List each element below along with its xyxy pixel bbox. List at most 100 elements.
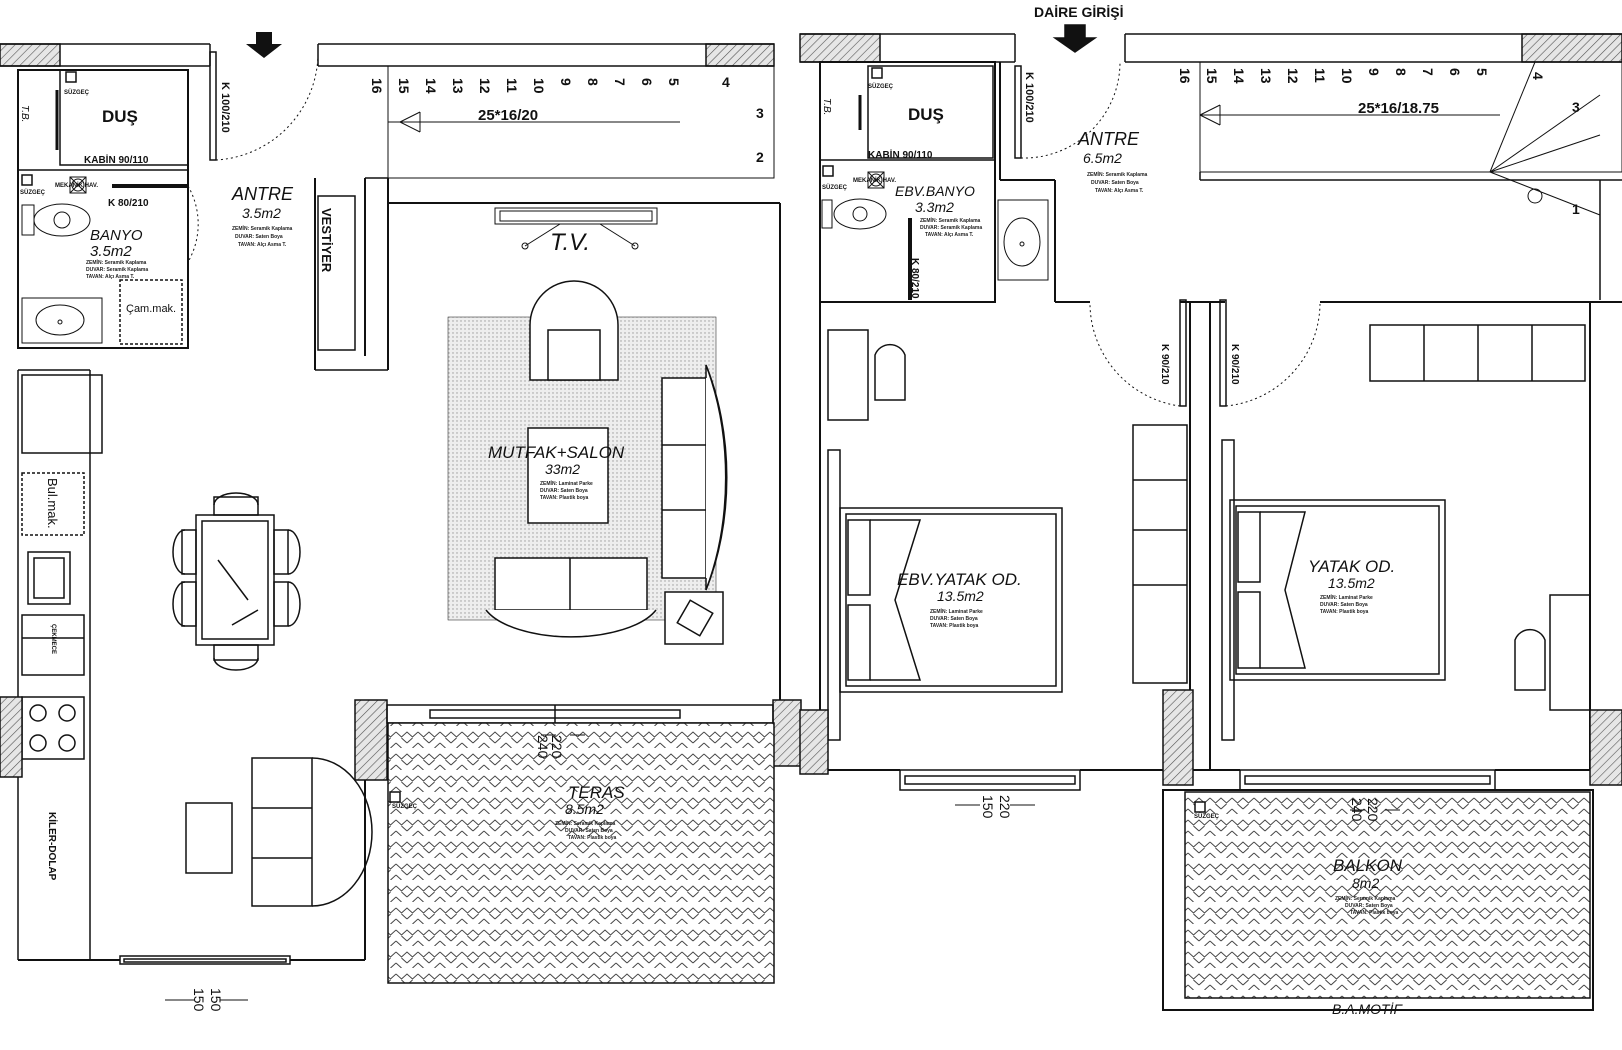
stair-number: 11 [1312, 68, 1328, 83]
dimension-arrows [165, 734, 585, 1001]
yatak-title: YATAK OD. [1308, 557, 1395, 576]
stair-number: 4 [722, 74, 730, 90]
drain-icon [822, 165, 834, 177]
stair-number: 3 [1572, 99, 1580, 115]
fan-label: MEKANİK HAV. [55, 182, 98, 189]
stair-spec-label: 25*16/20 [478, 107, 538, 124]
entrance-arrow-icon [246, 32, 282, 58]
drain-icon [1194, 801, 1206, 813]
bed-master [827, 449, 1063, 741]
wardrobe-top [1369, 324, 1586, 382]
wardrobe-left [1132, 424, 1188, 684]
finish-line: DUVAR: Saten Boya [1345, 903, 1393, 909]
finish-line: ZEMİN: Seramik Kaplama [1335, 895, 1396, 902]
stair-number: 9 [1366, 68, 1382, 76]
door-leaf [1219, 299, 1227, 407]
finish-line: DUVAR: Seramik Kaplama [920, 225, 982, 231]
finish-line: ZEMİN: Seramik Kaplama [920, 217, 981, 224]
teras-area: 8.5m2 [565, 801, 604, 817]
armchair [529, 280, 619, 381]
dimension-label: 220 [997, 795, 1013, 819]
finish-line: TAVAN: Plastik boya [568, 835, 617, 841]
exhaust-fan-icon [867, 171, 885, 189]
cabin-label: KABİN 90/110 [84, 153, 149, 166]
stair-number: 15 [396, 78, 412, 94]
tb-label: T.B. [821, 98, 832, 115]
ebv-banyo-title: EBV.BANYO [895, 183, 975, 199]
ground-floor-plan [0, 43, 802, 1001]
finish-line: TAVAN: Alçı Asma T. [925, 232, 974, 238]
drain-label: SÜZGEÇ [868, 83, 894, 90]
mutfak-area: 33m2 [545, 461, 580, 477]
stair-number: 8 [1393, 68, 1409, 76]
door-leaf [1179, 299, 1187, 407]
finish-line: TAVAN: Alçı Asma T. [238, 242, 287, 248]
upper-antre-area: 6.5m2 [1083, 150, 1122, 166]
column-hatch [799, 33, 881, 63]
finish-line: TAVAN: Plastik boya [930, 623, 979, 629]
column-hatch [1162, 689, 1194, 786]
dimension-label: 220 [549, 735, 565, 759]
stair-number: 5 [666, 78, 682, 86]
upper-wet-area [819, 61, 996, 303]
kitchen-counter [17, 369, 103, 960]
ebv-banyo-area: 3.3m2 [915, 199, 954, 215]
finish-line: DUVAR: Saten Boya [540, 488, 588, 494]
stair-number: 7 [612, 78, 628, 86]
finish-line: TAVAN: Alçı Asma T. [86, 274, 135, 280]
dining-table [172, 492, 301, 671]
column-hatch [0, 43, 61, 67]
drain-icon [65, 71, 77, 83]
column-hatch [772, 699, 802, 767]
finish-line: TAVAN: Plastik boya [1350, 910, 1399, 916]
door-label: K 90/210 [1159, 344, 1170, 385]
column-hatch [1589, 709, 1622, 786]
column-hatch [1521, 33, 1622, 63]
shower-label: DUŞ [908, 105, 944, 124]
stair-number: 3 [756, 105, 764, 121]
antre-title: ANTRE [231, 184, 294, 204]
ebv-yatak-area: 13.5m2 [937, 588, 984, 604]
finish-line: DUVAR: Saten Boya [565, 828, 613, 834]
dimension-label: 240 [535, 735, 551, 759]
mutfak-title: MUTFAK+SALON [488, 443, 625, 462]
stair-number: 16 [1177, 68, 1193, 84]
desk-right [1514, 594, 1591, 711]
door-label: K 80/210 [909, 258, 920, 299]
entrance-label: DAİRE GİRİŞİ [1034, 4, 1123, 20]
fan-label: MEKANİK HAV. [853, 177, 896, 184]
stair-number: 12 [477, 78, 493, 94]
antre-area: 3.5m2 [242, 205, 281, 221]
stair-number: 14 [423, 78, 439, 94]
column-hatch [799, 709, 829, 775]
drain-label: SÜZGEÇ [20, 189, 46, 196]
cooktop-icon [21, 696, 85, 760]
upper-floor-plan [799, 24, 1622, 1011]
stair-number: 13 [450, 78, 466, 94]
dimension-label: 240 [1349, 798, 1365, 822]
balcony-paving [1184, 791, 1591, 999]
finish-line: ZEMİN: Seramik Kaplama [555, 820, 616, 827]
yatak-area: 13.5m2 [1328, 575, 1375, 591]
ground-stair-numbers: 16 15 14 13 12 11 10 9 8 7 6 5 4 3 2 [369, 74, 764, 165]
finish-line: TAVAN: Plastik boya [540, 495, 589, 501]
ebv-yatak-title: EBV.YATAK OD. [897, 570, 1022, 589]
door-label: K 80/210 [108, 198, 149, 209]
finish-line: TAVAN: Alçı Asma T. [1095, 188, 1144, 194]
drain-label: SÜZGEÇ [822, 184, 848, 191]
sofa-right [661, 364, 728, 591]
stair-number: 7 [1420, 68, 1436, 76]
door-leaf [1014, 65, 1022, 159]
column-hatch [354, 699, 388, 781]
drawer-label: ÇEKMECE [50, 624, 56, 654]
stair-number: 6 [1447, 68, 1463, 76]
stair-number: 11 [504, 78, 520, 93]
low-table [185, 802, 233, 874]
bed-second [1221, 439, 1446, 741]
finish-line: DUVAR: Saten Boya [1091, 180, 1139, 186]
entrance-arrow-icon [1052, 24, 1098, 53]
coffee-table [527, 427, 609, 524]
finish-line: ZEMİN: Seramik Kaplama [1087, 171, 1148, 178]
finish-line: ZEMİN: Seramik Kaplama [86, 259, 147, 266]
